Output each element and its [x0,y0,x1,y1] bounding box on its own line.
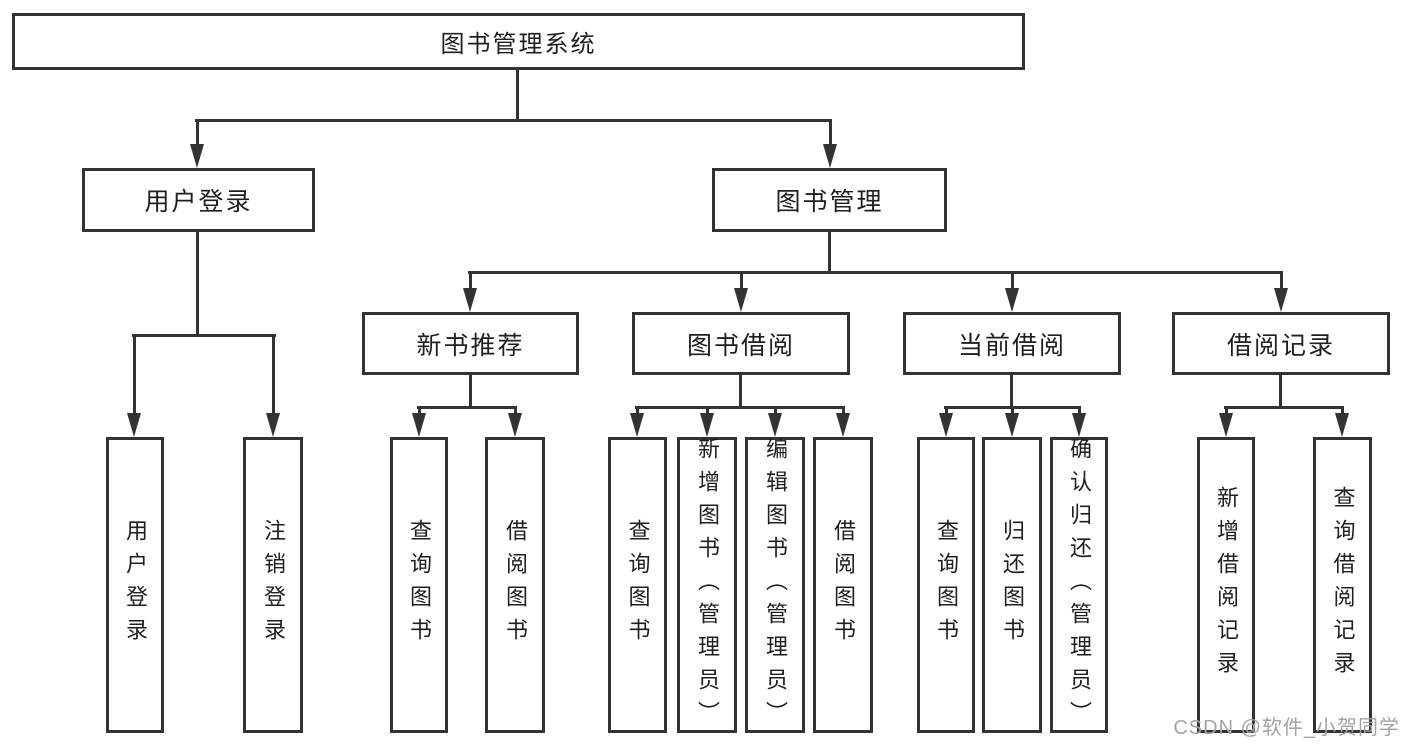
leaf-borrow-books-recommend-label: 借阅图书 [503,519,528,651]
arrow-to-leaf-query-books-recommend [412,406,427,437]
connector-records-horizontal [1224,406,1344,409]
leaf-query-borrow-record: 查询借阅记录 [1313,437,1372,733]
arrow-to-new-book-recommend [463,271,478,312]
leaf-add-borrow-record: 新增借阅记录 [1197,437,1255,733]
arrow-to-user-login [190,119,205,168]
root-node-label: 图书管理系统 [440,31,597,58]
node-current-borrow-label: 当前借阅 [957,331,1066,360]
node-book-borrow: 图书借阅 [632,312,850,375]
root-node-library-system: 图书管理系统 [12,13,1025,70]
node-book-management: 图书管理 [712,168,947,232]
leaf-return-books-label: 归还图书 [1000,519,1025,651]
node-book-borrow-label: 图书借阅 [686,331,795,360]
connector-recommend-horizontal [417,406,517,409]
leaf-query-books-current-label: 查询图书 [934,519,959,651]
connector-root-horizontal [195,119,832,122]
node-user-login: 用户登录 [82,168,315,232]
arrow-to-leaf-query-borrow-record [1335,406,1350,437]
csdn-watermark: CSDN @软件_小贺同学 [1173,717,1400,739]
arrow-to-borrow-records [1274,271,1289,312]
leaf-query-borrow-record-label: 查询借阅记录 [1330,486,1356,684]
arrow-to-leaf-logout [266,334,281,437]
node-book-management-label: 图书管理 [775,188,884,216]
leaf-query-books-recommend-label: 查询图书 [407,519,432,651]
arrow-to-leaf-query-books-borrow [630,406,645,437]
connector-user-login-stem [196,232,199,336]
node-borrow-records: 借阅记录 [1172,312,1390,375]
node-borrow-records-label: 借阅记录 [1226,331,1335,360]
leaf-query-books-current: 查询图书 [917,437,975,733]
leaf-user-login: 用户登录 [106,437,164,733]
connector-recommend-stem [469,375,472,408]
leaf-add-borrow-record-label: 新增借阅记录 [1214,486,1239,684]
leaf-query-books-borrow-label: 查询图书 [625,519,651,651]
connector-user-login-horizontal [132,334,276,337]
connector-current-stem [1010,375,1013,408]
node-new-book-recommend-label: 新书推荐 [416,331,525,360]
leaf-logout: 注销登录 [243,437,303,733]
connector-borrow-horizontal [635,406,845,409]
leaf-borrow-books-label: 借阅图书 [831,519,856,651]
leaf-borrow-books: 借阅图书 [813,437,873,733]
leaf-borrow-books-recommend: 借阅图书 [485,437,545,733]
arrow-to-leaf-add-book-admin [700,406,715,437]
leaf-query-books-borrow: 查询图书 [608,437,667,733]
arrow-to-book-borrow [734,271,749,312]
arrow-to-current-borrow [1005,271,1020,312]
arrow-to-leaf-borrow-books [836,406,851,437]
leaf-query-books-recommend: 查询图书 [390,437,448,733]
leaf-logout-label: 注销登录 [261,519,286,651]
node-user-login-label: 用户登录 [144,188,253,216]
leaf-user-login-label: 用户登录 [123,519,148,651]
arrow-to-leaf-confirm-return-admin [1072,406,1087,437]
arrow-to-leaf-add-borrow-record [1219,406,1234,437]
leaf-add-book-admin-label: 新增图书（管理员） [695,436,720,734]
leaf-edit-book-admin: 编辑图书（管理员） [745,436,805,734]
connector-book-management-horizontal [468,271,1283,274]
arrow-to-leaf-user-login [127,334,142,437]
arrow-to-leaf-borrow-books-recommend [508,406,523,437]
connector-book-management-stem [828,232,831,273]
connector-records-stem [1279,375,1282,408]
arrow-to-leaf-query-books-current [939,406,954,437]
leaf-return-books: 归还图书 [982,437,1042,733]
leaf-confirm-return-admin: 确认归还（管理员） [1050,436,1108,734]
node-current-borrow: 当前借阅 [903,312,1121,375]
arrow-to-leaf-edit-book-admin [768,406,783,437]
connector-borrow-stem [739,375,742,408]
arrow-to-leaf-return-books [1005,406,1020,437]
leaf-confirm-return-admin-label: 确认归还（管理员） [1067,436,1092,734]
leaf-edit-book-admin-label: 编辑图书（管理员） [763,436,788,734]
arrow-to-book-management [823,119,838,168]
node-new-book-recommend: 新书推荐 [362,312,579,375]
leaf-add-book-admin: 新增图书（管理员） [677,436,737,734]
connector-root-stem [516,70,519,122]
